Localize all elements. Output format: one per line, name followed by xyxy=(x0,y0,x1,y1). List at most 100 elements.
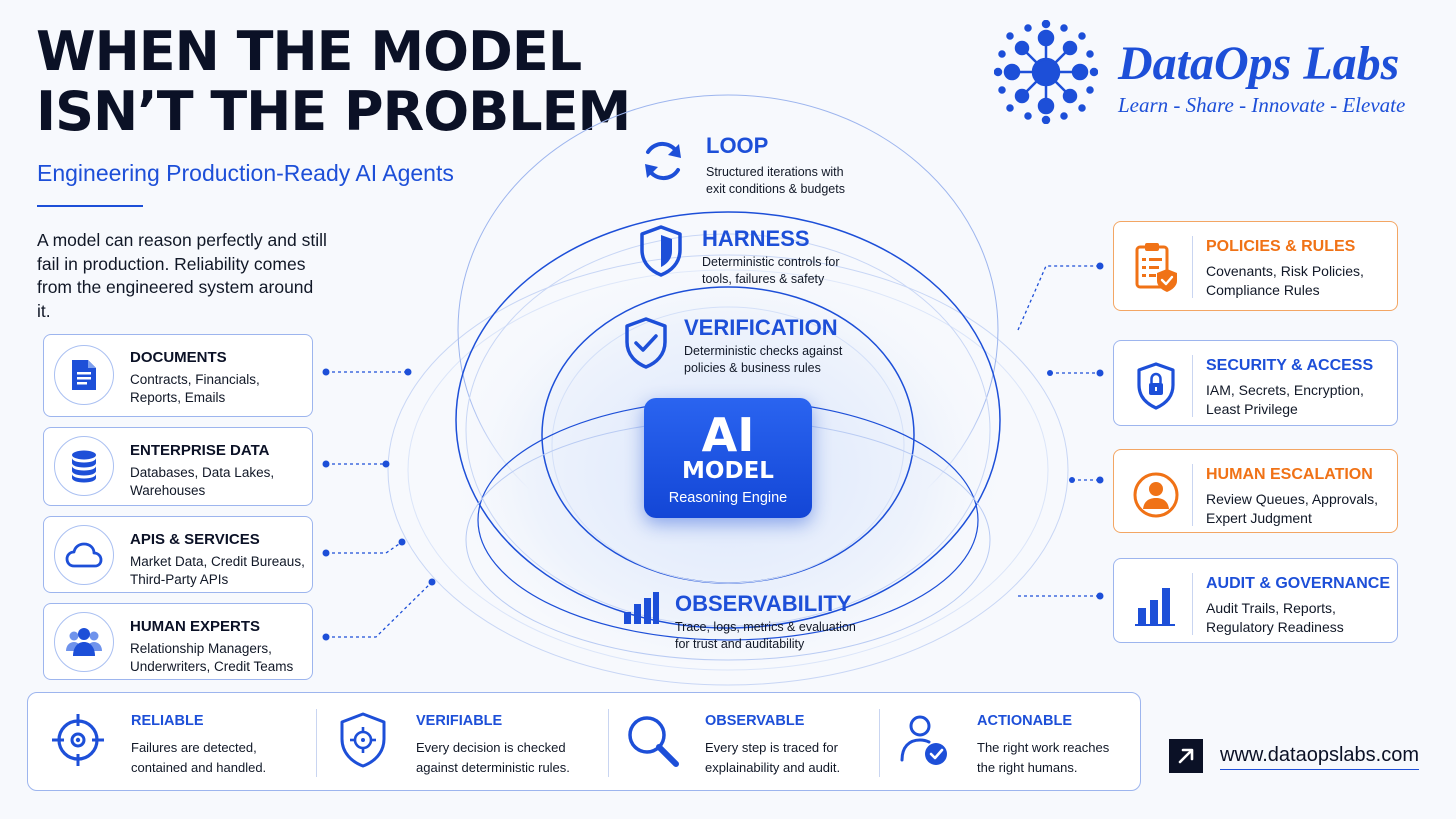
database-icon xyxy=(54,436,114,496)
ai-model-core: AI MODEL Reasoning Engine xyxy=(644,398,812,518)
source-description: Contracts, Financials, Reports, Emails xyxy=(130,371,310,407)
outcome-card-human-escalation: HUMAN ESCALATION Review Queues, Approval… xyxy=(1113,449,1398,533)
principle-title: ACTIONABLE xyxy=(977,713,1073,729)
source-desc-line-1: Databases, Data Lakes, xyxy=(130,465,275,480)
bar-chart-icon xyxy=(624,592,659,624)
principle-desc-line-2: contained and handled. xyxy=(131,760,267,775)
harness-desc-line-2: tools, failures & safety xyxy=(702,272,825,286)
principle-observable: OBSERVABLE Every step is traced for expl… xyxy=(602,693,882,792)
card-separator xyxy=(1192,573,1193,635)
observability-description: Trace, logs, metrics & evaluation for tr… xyxy=(675,619,856,653)
outcome-desc-line-1: IAM, Secrets, Encryption, xyxy=(1206,382,1364,398)
outcome-card-policies-rules: POLICIES & RULES Covenants, Risk Policie… xyxy=(1113,221,1398,311)
source-title: DOCUMENTS xyxy=(130,349,227,366)
outcome-title: AUDIT & GOVERNANCE xyxy=(1206,575,1391,592)
refresh-loop-icon xyxy=(645,141,681,181)
harness-title: HARNESS xyxy=(702,226,810,251)
principle-separator xyxy=(879,709,880,777)
outcome-card-audit-governance: AUDIT & GOVERNANCE Audit Trails, Reports… xyxy=(1113,558,1398,643)
principle-desc-line-1: Every step is traced for xyxy=(705,740,838,755)
subtitle-divider xyxy=(37,205,143,207)
outcome-desc-line-2: Compliance Rules xyxy=(1206,282,1320,298)
target-icon xyxy=(48,710,108,770)
shield-target-icon xyxy=(333,710,393,770)
loop-title: LOOP xyxy=(706,133,769,158)
outcome-title: POLICIES & RULES xyxy=(1206,238,1356,255)
principle-title: RELIABLE xyxy=(131,713,204,729)
shield-icon xyxy=(640,225,682,277)
outcome-desc-line-2: Expert Judgment xyxy=(1206,510,1312,526)
principle-desc-line-2: against deterministic rules. xyxy=(416,760,570,775)
harness-desc-line-1: Deterministic controls for xyxy=(702,255,840,269)
principle-title: VERIFIABLE xyxy=(416,713,503,729)
principles-bar: RELIABLE Failures are detected, containe… xyxy=(27,692,1141,791)
page-subtitle: Engineering Production-Ready AI Agents xyxy=(37,160,454,186)
source-desc-line-2: Reports, Emails xyxy=(130,390,226,405)
outcome-desc-line-1: Review Queues, Approvals, xyxy=(1206,491,1378,507)
observability-title: OBSERVABILITY xyxy=(675,591,852,616)
network-logo-icon xyxy=(994,20,1098,124)
outcome-description: Covenants, Risk Policies, Compliance Rul… xyxy=(1206,262,1364,300)
source-desc-line-1: Market Data, Credit Bureaus, xyxy=(130,554,305,569)
source-card-enterprise-data: ENTERPRISE DATA Databases, Data Lakes, W… xyxy=(43,427,313,506)
principle-reliable: RELIABLE Failures are detected, containe… xyxy=(28,693,316,792)
website-link[interactable]: www.dataopslabs.com xyxy=(1220,744,1419,770)
source-desc-line-1: Contracts, Financials, xyxy=(130,372,260,387)
source-card-documents: DOCUMENTS Contracts, Financials, Reports… xyxy=(43,334,313,417)
principle-verifiable: VERIFIABLE Every decision is checked aga… xyxy=(313,693,609,792)
bar-chart-icon xyxy=(1126,575,1186,633)
verification-description: Deterministic checks against policies & … xyxy=(684,343,842,377)
loop-desc-line-2: exit conditions & budgets xyxy=(706,182,845,196)
card-separator xyxy=(1192,355,1193,417)
person-icon xyxy=(1126,466,1186,524)
ai-label: AI xyxy=(701,408,755,462)
principle-actionable: ACTIONABLE The right work reaches the ri… xyxy=(874,693,1140,792)
harness-description: Deterministic controls for tools, failur… xyxy=(702,254,840,288)
principle-separator xyxy=(316,709,317,777)
outcome-description: IAM, Secrets, Encryption, Least Privileg… xyxy=(1206,381,1364,419)
source-desc-line-2: Underwriters, Credit Teams xyxy=(130,659,294,674)
principle-title: OBSERVABLE xyxy=(705,713,805,729)
outcome-description: Review Queues, Approvals, Expert Judgmen… xyxy=(1206,490,1378,528)
page-title: WHEN THE MODEL ISN’T THE PROBLEM xyxy=(36,22,631,143)
source-description: Market Data, Credit Bureaus, Third-Party… xyxy=(130,553,310,589)
lock-shield-icon xyxy=(1126,357,1186,415)
verification-title: VERIFICATION xyxy=(684,315,838,340)
loop-description: Structured iterations with exit conditio… xyxy=(706,164,845,198)
outcome-desc-line-1: Audit Trails, Reports, xyxy=(1206,600,1336,616)
brand-tagline: Learn - Share - Innovate - Elevate xyxy=(1118,93,1406,117)
source-description: Relationship Managers, Underwriters, Cre… xyxy=(130,640,310,676)
outcome-title: SECURITY & ACCESS xyxy=(1206,357,1374,374)
cloud-icon xyxy=(54,525,114,585)
source-title: ENTERPRISE DATA xyxy=(130,442,270,459)
verification-desc-line-1: Deterministic checks against xyxy=(684,344,843,358)
outcome-description: Audit Trails, Reports, Regulatory Readin… xyxy=(1206,599,1344,637)
card-separator xyxy=(1192,236,1193,298)
source-desc-line-2: Warehouses xyxy=(130,483,206,498)
outcome-title: HUMAN ESCALATION xyxy=(1206,466,1373,483)
outcome-desc-line-2: Least Privilege xyxy=(1206,401,1298,417)
document-icon xyxy=(54,345,114,405)
principle-desc-line-2: the right humans. xyxy=(977,760,1078,775)
shield-check-icon xyxy=(625,317,667,369)
principle-desc-line-1: The right work reaches xyxy=(977,740,1110,755)
principle-desc-line-2: explainability and audit. xyxy=(705,760,841,775)
intro-text: A model can reason perfectly and still f… xyxy=(37,230,327,321)
source-description: Databases, Data Lakes, Warehouses xyxy=(130,464,310,500)
title-line-2: ISN’T THE PROBLEM xyxy=(36,80,631,143)
principle-description: The right work reaches the right humans. xyxy=(977,738,1157,778)
observability-desc-line-1: Trace, logs, metrics & evaluation xyxy=(675,620,856,634)
card-separator xyxy=(1192,464,1193,526)
source-desc-line-2: Third-Party APIs xyxy=(130,572,229,587)
people-icon xyxy=(54,612,114,672)
source-desc-line-1: Relationship Managers, xyxy=(130,641,272,656)
verification-desc-line-2: policies & business rules xyxy=(684,361,821,375)
loop-desc-line-1: Structured iterations with xyxy=(706,165,844,179)
principle-separator xyxy=(608,709,609,777)
external-link-icon[interactable] xyxy=(1169,739,1203,773)
source-card-human-experts: HUMAN EXPERTS Relationship Managers, Und… xyxy=(43,603,313,680)
principle-desc-line-1: Every decision is checked xyxy=(416,740,566,755)
principle-description: Every decision is checked against determ… xyxy=(416,738,596,778)
magnifier-icon xyxy=(622,710,682,770)
user-check-icon xyxy=(894,710,954,770)
